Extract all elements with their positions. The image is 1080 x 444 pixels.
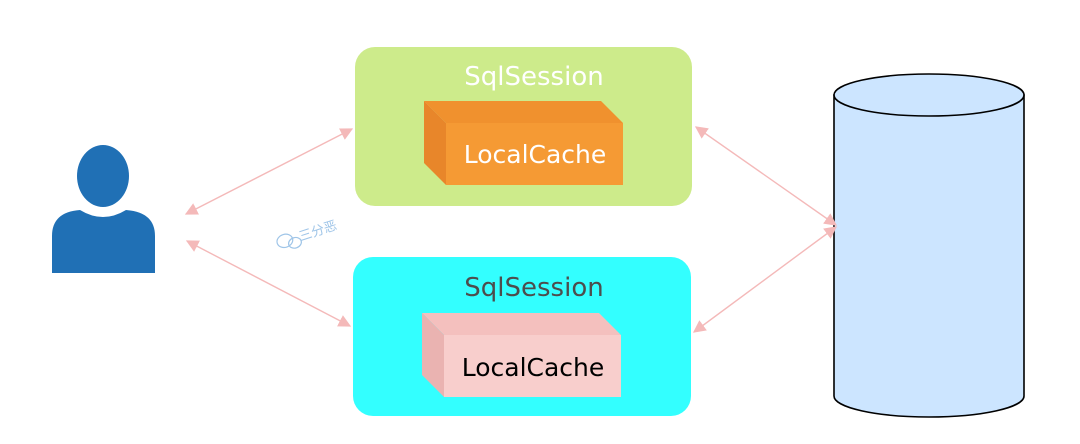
watermark: 三分恶	[276, 218, 339, 249]
local-cache-label-1: LocalCache	[464, 140, 607, 169]
local-cache-label-2: LocalCache	[462, 353, 605, 382]
session-title-1: SqlSession	[464, 62, 603, 92]
session-title-2: SqlSession	[464, 273, 603, 303]
connectors	[184, 126, 838, 333]
sql-session-1: SqlSession LocalCache	[355, 47, 692, 206]
connector-user-session-1	[184, 128, 354, 215]
local-cache-block-1: LocalCache	[424, 101, 623, 185]
connector-session-2-database	[692, 226, 838, 333]
local-cache-block-2: LocalCache	[422, 313, 621, 397]
connector-user-session-2	[185, 240, 352, 327]
connector-session-1-database	[694, 126, 838, 226]
wechat-icon	[276, 233, 302, 249]
sql-session-2: SqlSession LocalCache	[353, 257, 691, 416]
watermark-text: 三分恶	[297, 218, 339, 244]
user-icon	[52, 145, 155, 273]
database-cylinder	[833, 73, 1025, 418]
